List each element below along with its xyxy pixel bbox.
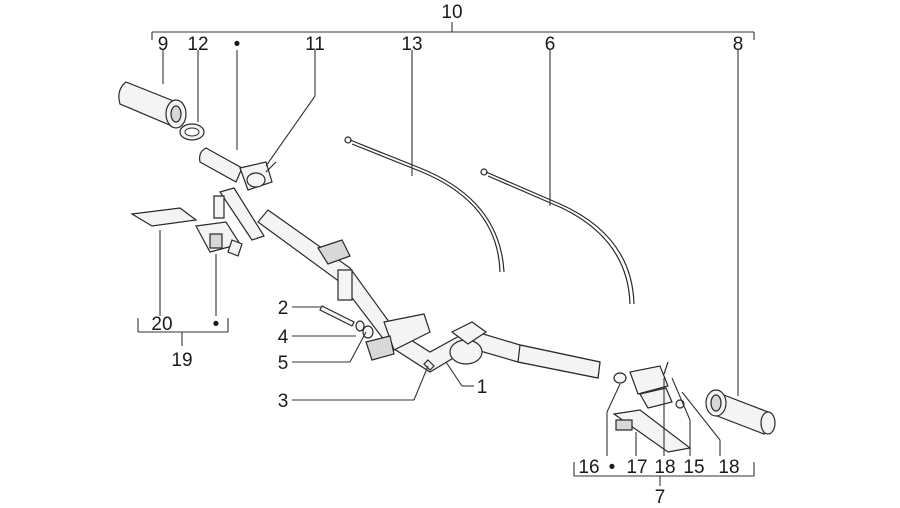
callout-12: 12 — [187, 34, 208, 55]
callout-13: 13 — [401, 34, 422, 55]
callout-10: 10 — [441, 2, 462, 23]
handlebar-tube — [257, 209, 601, 379]
callout-1: 1 — [477, 377, 488, 398]
callout-5: 5 — [278, 353, 289, 374]
callout-15: 15 — [683, 457, 704, 478]
callout-dot-top: • — [234, 34, 241, 55]
left-brake-lever — [130, 207, 243, 257]
callout-18-left: 18 — [654, 457, 675, 478]
callout-4: 4 — [278, 327, 289, 348]
callout-8: 8 — [733, 34, 744, 55]
callout-7: 7 — [655, 487, 666, 508]
callout-20: 20 — [151, 314, 172, 335]
callout-9: 9 — [158, 34, 169, 55]
callout-19: 19 — [171, 350, 192, 371]
callout-11: 11 — [305, 34, 325, 55]
left-grip — [118, 81, 187, 129]
throttle-assembly — [199, 147, 277, 241]
callout-dot-7: • — [609, 457, 616, 478]
callout-18-right: 18 — [718, 457, 739, 478]
bolt-3 — [423, 359, 435, 371]
right-grip — [705, 389, 776, 435]
group-bracket-10 — [151, 22, 755, 40]
callout-17: 17 — [626, 457, 647, 478]
right-lever-assembly — [612, 361, 692, 453]
bolt-2 — [319, 305, 355, 327]
grip-ring — [179, 123, 205, 141]
washer-4 — [355, 320, 365, 332]
callout-dot-20: • — [213, 314, 220, 335]
callout-2: 2 — [278, 298, 289, 319]
nut-5 — [362, 325, 374, 339]
cable-6 — [480, 168, 635, 305]
callout-6: 6 — [545, 34, 556, 55]
callout-3: 3 — [278, 391, 289, 412]
cable-13 — [344, 136, 505, 273]
callout-16: 16 — [578, 457, 599, 478]
leader-lines — [137, 50, 755, 486]
callout-labels: 10 9 12 • 11 13 6 8 20 • 19 2 4 5 3 1 16… — [151, 2, 743, 508]
